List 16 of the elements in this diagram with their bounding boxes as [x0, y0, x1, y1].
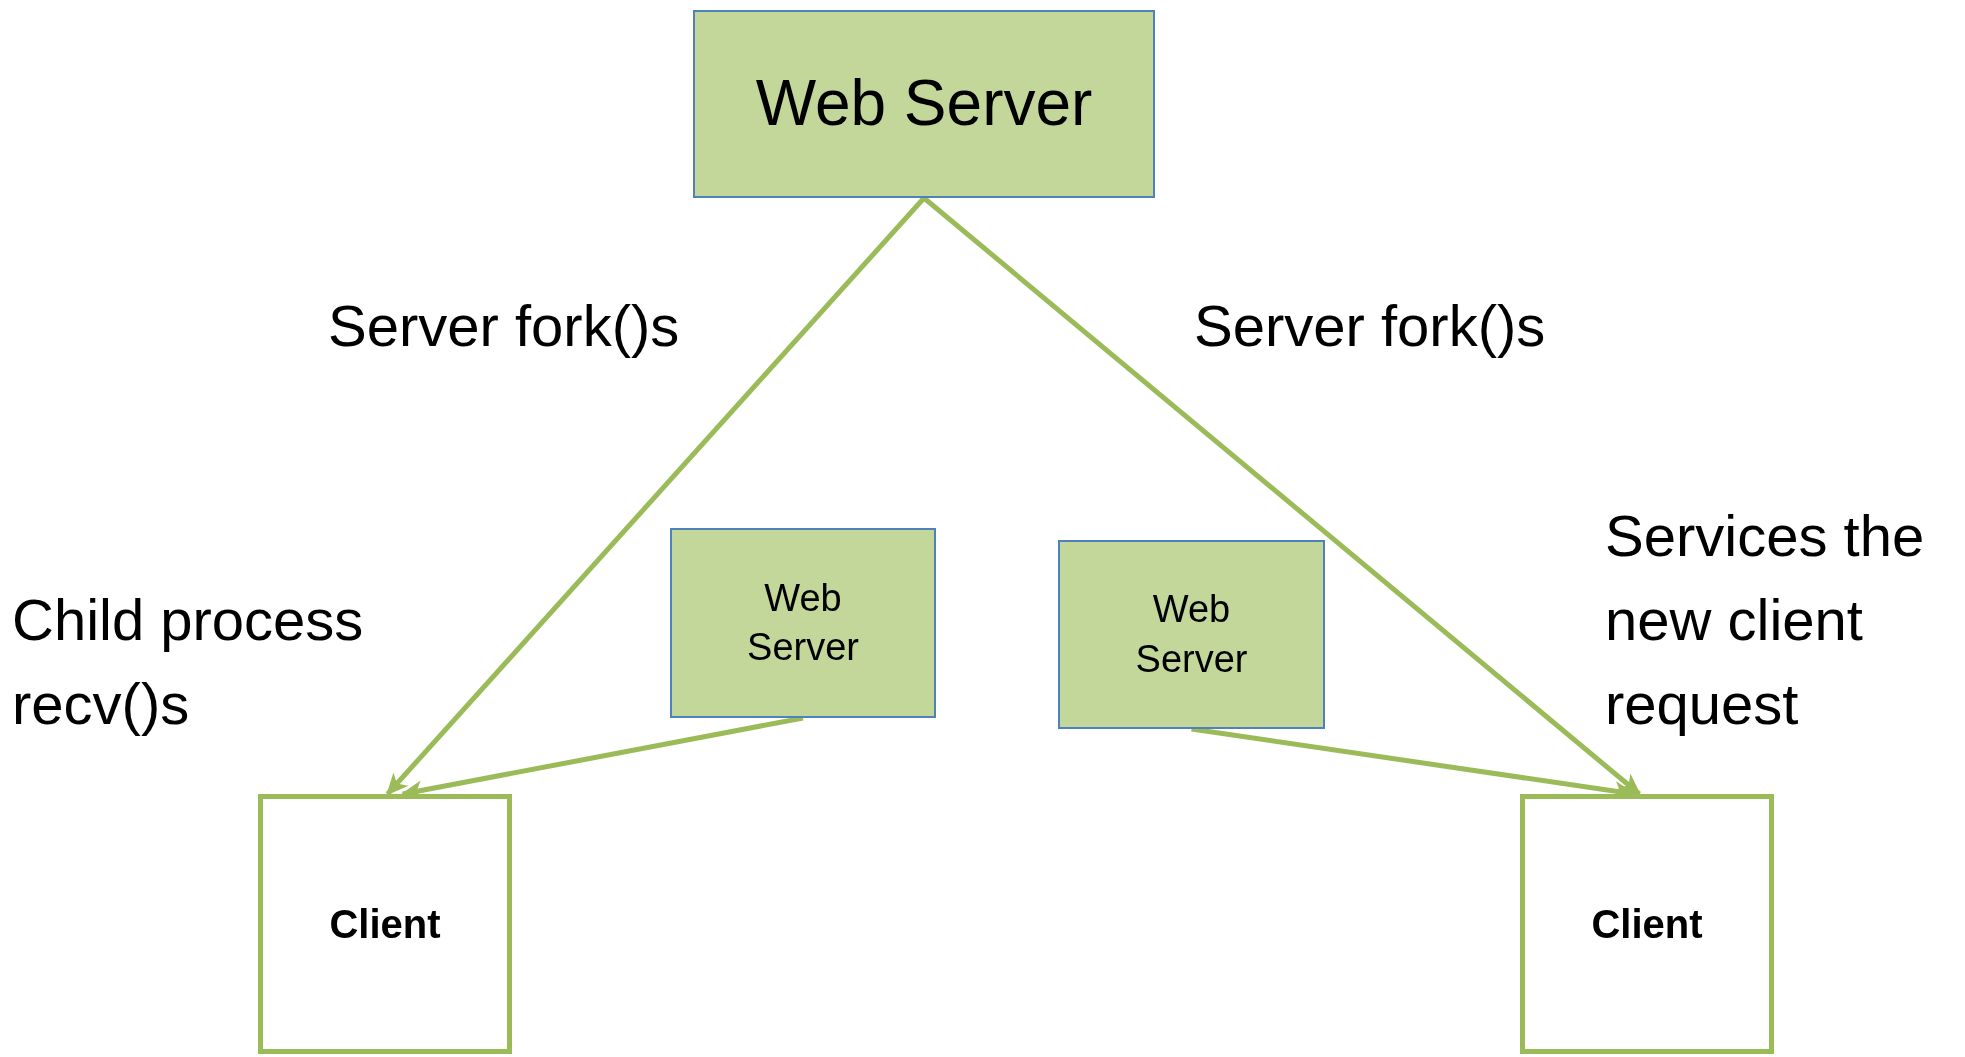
server-box: [693, 10, 1155, 198]
server-box: [1058, 540, 1325, 729]
annotation-text: Server fork()s: [1194, 292, 1547, 360]
arrow: [385, 196, 926, 796]
client-label: Client: [1591, 901, 1703, 948]
server-label: Web Server: [746, 575, 860, 670]
client-label: Client: [329, 901, 441, 948]
client-box: [258, 794, 512, 1054]
server-label: Web Server: [1134, 587, 1249, 682]
client-box: [1520, 794, 1774, 1054]
annotation-text: Server fork()s: [328, 292, 681, 360]
arrow: [922, 196, 1641, 796]
annotation-text: Child process recv()s: [12, 586, 365, 738]
server-label: Web Server: [755, 66, 1093, 142]
server-box: [670, 528, 936, 718]
annotation-text: Services the new client request: [1605, 502, 1926, 738]
